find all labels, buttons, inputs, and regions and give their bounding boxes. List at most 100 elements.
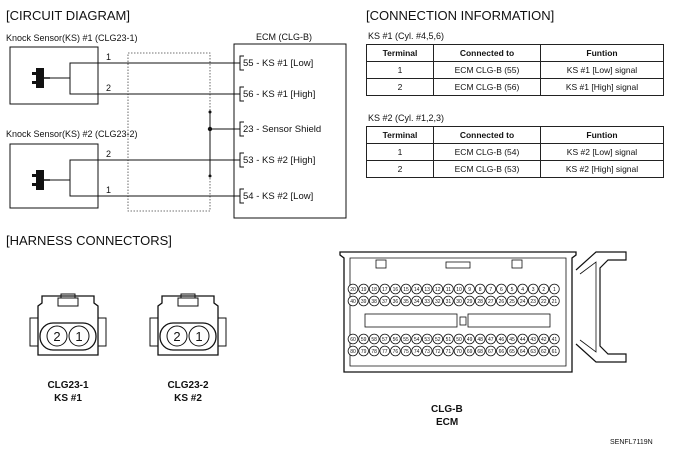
harness-connector-sub: KS #2 (174, 393, 202, 404)
ecm-connector-pin (453, 333, 465, 345)
ecm-connector-pin (527, 295, 539, 307)
ecm-pin-56: 56 - KS #1 [High] (239, 86, 315, 102)
table-row: 1 ECM CLG-B (54) KS #2 [Low] signal (366, 143, 664, 161)
ecm-connector-pin-number: 71 (446, 349, 452, 355)
ecm-connector-pin (411, 283, 422, 295)
ecm-connector-pin (421, 333, 433, 345)
ecm-connector-pin-number: 72 (435, 349, 441, 355)
ecm-connector-pin (379, 333, 391, 345)
ecm-connector-pin (421, 345, 433, 357)
ecm-connector-pin-number: 65 (509, 349, 515, 355)
circuit-diagram-title: [CIRCUIT DIAGRAM] (6, 8, 130, 23)
ecm-connector-pin-number: 38 (371, 299, 377, 305)
ecm-connector-pin-number: 9 (468, 287, 471, 293)
ecm-connector-pin (527, 345, 539, 357)
ecm-connector-pin-number: 78 (371, 349, 377, 355)
ecm-connector-pin-number: 48 (477, 337, 483, 343)
ecm-connector-pin (390, 295, 401, 307)
connector-pin (68, 325, 90, 347)
wire-num-s2-top: 2 (106, 149, 111, 159)
ecm-connector-pin-number: 52 (435, 337, 441, 343)
ecm-connector-pin-number: 45 (509, 337, 515, 343)
ecm-connector-pin (506, 345, 518, 357)
ecm-connector-pin-number: 12 (435, 287, 441, 293)
ecm-connector-pin (464, 345, 475, 357)
ecm-connector-pin (358, 283, 369, 295)
ecm-connector-pin-number: 16 (393, 287, 399, 293)
ecm-connector-pin (390, 333, 401, 345)
ecm-connector-pin-number: 76 (393, 349, 399, 355)
ecm-connector-pin (368, 333, 380, 345)
ecm-box (233, 43, 347, 219)
ecm-pins: 55 - KS #1 [Low]56 - KS #1 [High]23 - Se… (239, 55, 321, 204)
connector-pin (188, 325, 210, 347)
ecm-connector-pin (496, 283, 507, 295)
ecm-connector-pin-number: 77 (382, 349, 388, 355)
ecm-connector-pin (496, 295, 507, 307)
ecm-connector-pin (443, 283, 454, 295)
ecm-connector-pin-number: 7 (489, 287, 492, 293)
ecm-connector-pin (432, 295, 444, 307)
ecm-connector-pin-number: 22 (541, 299, 547, 305)
ecm-connector-pin (506, 333, 518, 345)
ecm-connector-pin-number: 21 (552, 299, 558, 305)
table2-header-function: Funtion (540, 126, 664, 144)
ecm-connector-pin (411, 345, 422, 357)
harness-connector-name: CLG23-1 (47, 380, 89, 391)
table1-header-terminal: Terminal (366, 44, 434, 62)
connector-pin-number: 2 (173, 329, 180, 344)
ecm-connector-pin-number: 75 (403, 349, 409, 355)
ecm-connector-pin (411, 333, 422, 345)
ecm-connector-pin (358, 345, 369, 357)
ecm-connector-pin-number: 36 (393, 299, 399, 305)
shield-junction-dot (207, 126, 213, 132)
ecm-connector-pin (474, 295, 486, 307)
ecm-connector-pin (379, 345, 391, 357)
ecm-connector-pin (400, 333, 412, 345)
ecm-connector-pin (368, 295, 380, 307)
ecm-connector-pin-number: 56 (393, 337, 399, 343)
ecm-pin-53: 53 - KS #2 [High] (239, 152, 315, 168)
ecm-connector-pin-number: 61 (552, 349, 558, 355)
table1-r2-connected: ECM CLG-B (56) (433, 78, 541, 96)
harness-connector-sub: KS #1 (54, 393, 82, 404)
ecm-connector-pin (347, 345, 359, 357)
ecm-pin-label: 55 - KS #1 [Low] (243, 58, 313, 69)
connector-pin-number: 1 (195, 329, 202, 344)
table1-header-connected: Connected to (433, 44, 541, 62)
ecm-connector-pin-number: 39 (361, 299, 367, 305)
ecm-connector-pin (538, 345, 550, 357)
ecm-connector-pin (464, 333, 475, 345)
table2-r2-connected: ECM CLG-B (53) (433, 160, 541, 178)
ecm-connector-pin (485, 283, 497, 295)
ecm-pin-label: 56 - KS #1 [High] (243, 89, 315, 100)
ecm-connector-pin-number: 33 (424, 299, 430, 305)
table2-header-connected: Connected to (433, 126, 541, 144)
table2-r2-function: KS #2 [High] signal (540, 160, 664, 178)
ecm-connector-pin-number: 10 (456, 287, 462, 293)
ecm-connector-pin-number: 28 (477, 299, 483, 305)
ecm-connector-pin-number: 57 (382, 337, 388, 343)
ecm-connector-pin-number: 25 (509, 299, 515, 305)
ecm-connector-pin (517, 283, 528, 295)
ecm-connector-pin (549, 345, 560, 357)
ecm-connector-pin (485, 345, 497, 357)
ecm-connector-pin-number: 29 (467, 299, 473, 305)
ecm-connector-pin (390, 283, 401, 295)
shield-end-dot-2 (208, 174, 212, 178)
ecm-connector-pin-number: 19 (361, 287, 367, 293)
table1-r2-function: KS #1 [High] signal (540, 78, 664, 96)
ecm-connector-pin-number: 80 (350, 349, 356, 355)
ecm-connector-pin (443, 295, 454, 307)
ecm-connector-pin (400, 345, 412, 357)
ecm-connector-pin-number: 8 (479, 287, 482, 293)
ecm-connector-pin (485, 333, 497, 345)
connector-pin (166, 325, 188, 347)
ecm-connector-pin-number: 70 (456, 349, 462, 355)
ecm-connector-pin (347, 283, 359, 295)
ecm-connector-pin-number: 64 (520, 349, 526, 355)
ecm-connector-pin (538, 283, 550, 295)
